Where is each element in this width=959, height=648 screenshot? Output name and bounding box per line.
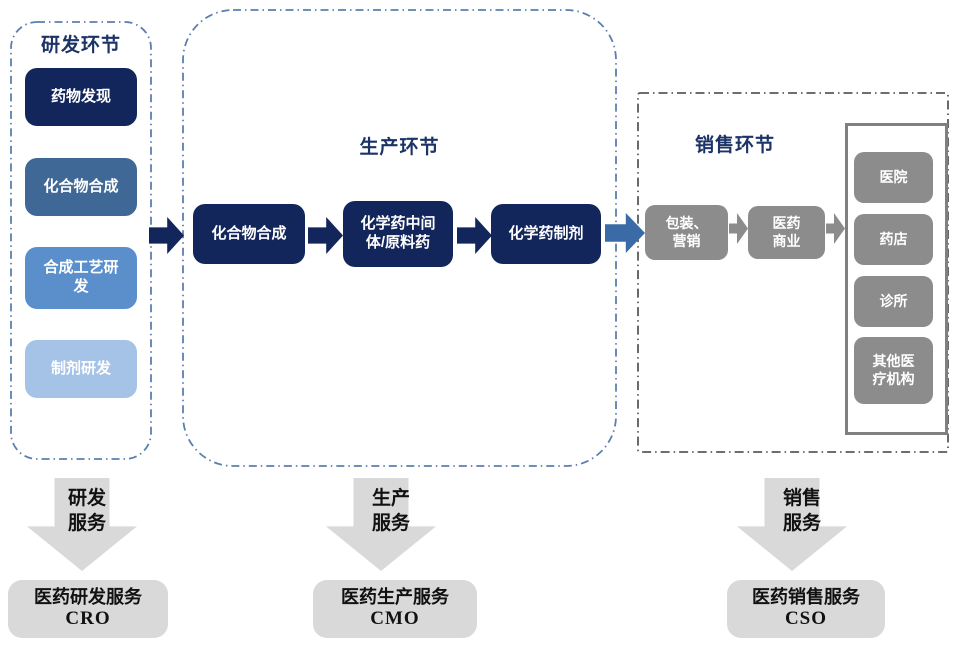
service-box-cmo: 医药生产服务 CMO [313,580,477,638]
production-section-title: 生产环节 [359,137,440,158]
service-box-acronym: CRO [65,608,111,630]
service-arrow-label: 生产 服务 [371,488,410,534]
rnd-section-title: 研发环节 [40,35,121,56]
service-box-cro: 医药研发服务 CRO [8,580,168,638]
rnd-box-synthesis-process-rnd: 合成工艺研 发 [25,247,137,309]
rnd-box-compound-synthesis: 化合物合成 [25,158,137,216]
rnd-box-drug-discovery: 药物发现 [25,68,137,126]
service-arrow-label: 研发 服务 [67,488,106,534]
rnd-box-formulation-rnd: 制剂研发 [25,340,137,398]
service-box-acronym: CMO [370,608,420,630]
outlet-box-hospital: 医院 [854,152,933,203]
outlet-box-clinic: 诊所 [854,276,933,327]
sales-box-packaging-marketing: 包装、 营销 [645,205,728,260]
service-box-acronym: CSO [784,608,828,630]
outlet-box-pharmacy: 药店 [854,214,933,265]
sales-section-title: 销售环节 [694,135,775,156]
sales-box-pharma-commerce: 医药 商业 [748,206,825,259]
production-section-border [182,9,617,467]
service-box-cso: 医药销售服务 CSO [727,580,885,638]
service-box-label: 医药研发服务 [34,586,142,607]
outlet-box-other-medical: 其他医 疗机构 [854,337,933,404]
service-box-label: 医药销售服务 [752,586,860,607]
service-box-label: 医药生产服务 [341,586,449,607]
production-box-intermediates-api: 化学药中间 体/原料药 [343,201,453,267]
service-arrow-label: 销售 服务 [782,488,821,534]
sales-section-border [637,92,949,453]
production-box-compound-synthesis: 化合物合成 [193,204,305,264]
production-box-drug-formulation: 化学药制剂 [491,204,601,264]
